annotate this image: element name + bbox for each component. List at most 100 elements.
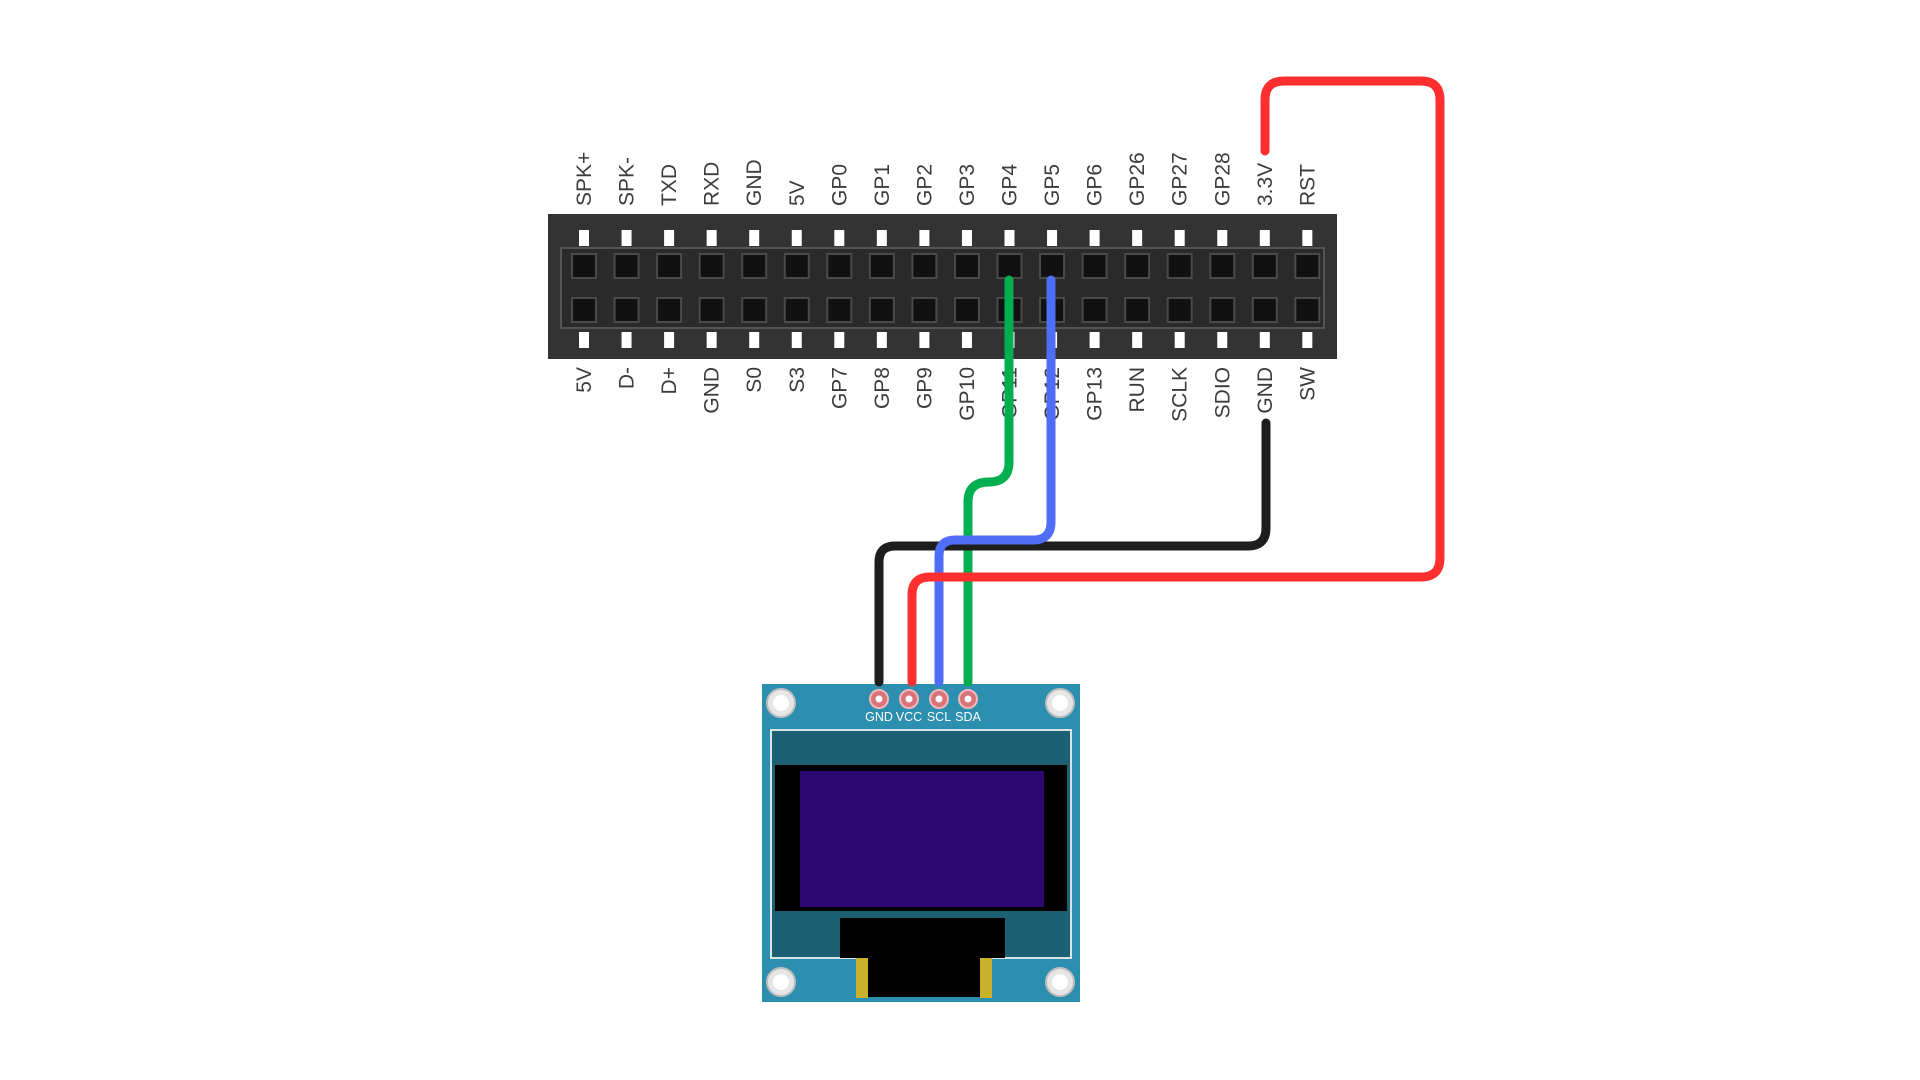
header-bottom-pin-label: GP13: [1084, 367, 1107, 421]
header-socket: [1209, 297, 1236, 323]
header-pin-leg: [1047, 230, 1058, 246]
header-pin-leg: [1132, 332, 1143, 348]
header-pin-leg: [919, 332, 930, 348]
header-pin-leg: [706, 332, 717, 348]
header-socket: [826, 297, 853, 323]
header-pin-leg: [1302, 230, 1313, 246]
header-bottom-pin-label: D+: [658, 367, 681, 394]
oled-pin-label: GND: [865, 710, 893, 724]
header-pin-leg: [1174, 332, 1185, 348]
header-pin-leg: [834, 332, 845, 348]
header-top-pin-label: SPK+: [573, 152, 596, 206]
header-bottom-pin-label: GND: [701, 367, 724, 414]
header-pin-leg: [919, 230, 930, 246]
header-socket: [911, 253, 938, 279]
oled-ribbon: [840, 918, 1005, 958]
header-socket: [613, 297, 640, 323]
header-pin-leg: [834, 230, 845, 246]
header-socket: [1294, 253, 1321, 279]
wires: [874, 76, 1445, 687]
header-socket: [868, 297, 895, 323]
header-pin-leg: [1302, 332, 1313, 348]
header-socket: [1166, 253, 1193, 279]
header-pin-leg: [706, 230, 717, 246]
header-pin-leg: [579, 230, 589, 246]
header-pin-leg: [1174, 230, 1185, 246]
header-pin-leg: [1217, 332, 1228, 348]
header-bottom-pin-label: 5V: [573, 367, 596, 393]
header-socket: [1251, 297, 1278, 323]
header-socket: [656, 297, 683, 323]
header-bottom-pin-label: D-: [616, 367, 639, 389]
header-socket: [613, 253, 640, 279]
oled-ribbon-lower: [868, 955, 980, 997]
header-socket: [698, 253, 725, 279]
header-pin-leg: [579, 332, 589, 348]
header-socket: [826, 253, 853, 279]
header-pin-leg: [1217, 230, 1228, 246]
header-bottom-pin-label: GP9: [913, 367, 936, 409]
header-socket: [1209, 253, 1236, 279]
header-bottom-pin-label: RUN: [1126, 367, 1149, 413]
header-top-pin-label: SPK-: [616, 157, 639, 206]
header-top-pin-label: 5V: [786, 180, 809, 206]
header-socket: [1124, 297, 1151, 323]
header-pin-leg: [749, 332, 760, 348]
header-top-pin-label: GP28: [1211, 152, 1234, 206]
header-bottom-pin-label: GP8: [871, 367, 894, 409]
header-pin-leg: [961, 230, 972, 246]
header-socket: [783, 253, 810, 279]
header-socket: [656, 253, 683, 279]
header-pin-leg: [1004, 230, 1015, 246]
header-top-pin-label: GP2: [913, 164, 936, 206]
header-bottom-pin-label: SCLK: [1169, 367, 1192, 422]
header-pin-leg: [1089, 230, 1100, 246]
header-socket: [868, 253, 895, 279]
header-top-pin-label: TXD: [658, 164, 681, 206]
header-socket: [1251, 253, 1278, 279]
header-socket: [698, 297, 725, 323]
header-pin-leg: [1132, 230, 1143, 246]
header-pin-leg: [664, 230, 675, 246]
header-pin-leg: [1259, 332, 1270, 348]
header-pin-leg: [961, 332, 972, 348]
oled-pin-label: SDA: [955, 710, 981, 724]
header-bottom-pin-label: S3: [786, 367, 809, 393]
header-socket: [1294, 297, 1321, 323]
header-bottom-pin-label: GND: [1254, 367, 1277, 414]
header-top-pin-label: GP0: [828, 164, 851, 206]
header-socket: [996, 253, 1023, 279]
header-top-pin-label: GP4: [999, 164, 1022, 206]
header-socket: [1081, 253, 1108, 279]
header-pin-leg: [791, 230, 802, 246]
oled-ribbon-gold: [856, 958, 868, 998]
header-socket: [571, 253, 597, 279]
header-pin-leg: [621, 230, 632, 246]
header-top-pin-label: RST: [1296, 164, 1319, 206]
header-socket: [953, 253, 980, 279]
header-socket: [953, 297, 980, 323]
wire-sda-green: [963, 275, 1014, 687]
header-socket: [911, 297, 938, 323]
header-top-pin-label: GP5: [1041, 164, 1064, 206]
header-socket: [783, 297, 810, 323]
header-bottom-pin-label: SW: [1296, 367, 1319, 401]
header-socket: [741, 253, 768, 279]
oled-pin-label: SCL: [927, 710, 951, 724]
oled-pin-label: VCC: [896, 710, 922, 724]
header-socket: [571, 297, 597, 323]
wire-scl-blue: [934, 275, 1056, 687]
header-pin-leg: [664, 332, 675, 348]
header-pin-leg: [1259, 230, 1270, 246]
header-pin-leg: [791, 332, 802, 348]
header-top-pin-label: GP26: [1126, 152, 1149, 206]
header-pin-leg: [749, 230, 760, 246]
oled-screen: [800, 771, 1044, 907]
header-bottom-pin-label: S0: [743, 367, 766, 393]
header-bottom-pin-label: SDIO: [1211, 367, 1234, 418]
header-top-pin-label: RXD: [701, 162, 724, 206]
